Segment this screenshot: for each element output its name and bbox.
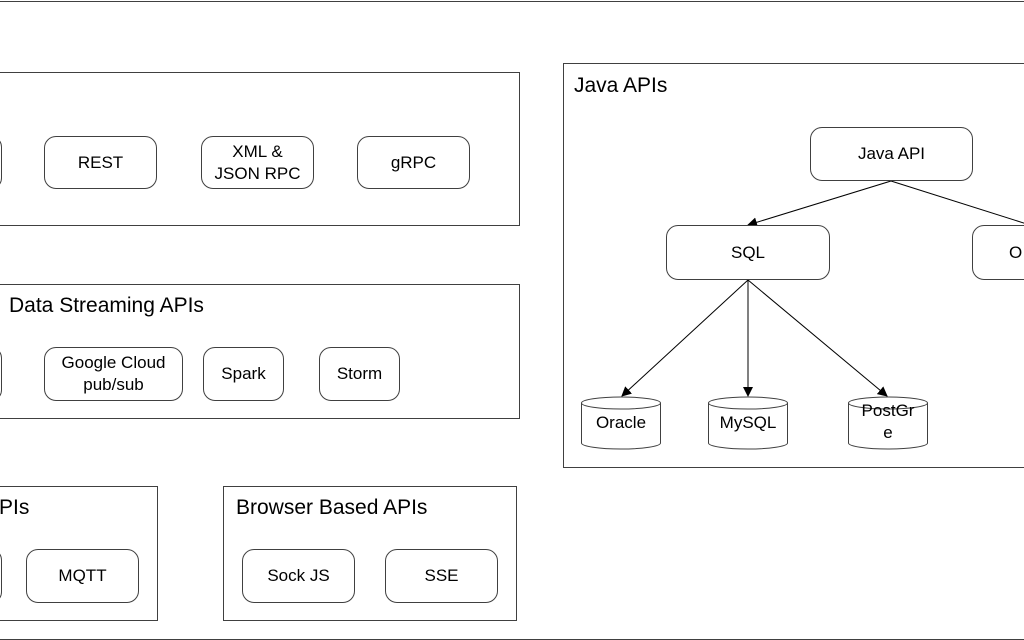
xml-json-rpc-node: XML & JSON RPC bbox=[201, 136, 314, 189]
mysql-label: MySQL bbox=[719, 413, 777, 432]
grpc-node: gRPC bbox=[357, 136, 470, 189]
sse-node: SSE bbox=[385, 549, 498, 603]
messaging-panel-title: PIs bbox=[0, 496, 30, 519]
oracle-database: Oracle bbox=[581, 396, 661, 451]
mysql-database: MySQL bbox=[708, 396, 788, 451]
oracle-label: Oracle bbox=[595, 413, 647, 432]
spark-node: Spark bbox=[203, 347, 284, 401]
other-node-partial: O bbox=[972, 225, 1024, 280]
postgre-database: PostGr e bbox=[848, 396, 928, 451]
sockjs-node: Sock JS bbox=[242, 549, 355, 603]
database-icon bbox=[708, 396, 788, 450]
database-icon bbox=[848, 396, 928, 450]
sql-node: SQL bbox=[666, 225, 830, 280]
database-icon bbox=[581, 396, 661, 450]
rest-node: REST bbox=[44, 136, 157, 189]
browser-panel-title: Browser Based APIs bbox=[236, 496, 428, 519]
java-api-node: Java API bbox=[810, 127, 973, 181]
google-cloud-pubsub-node: Google Cloud pub/sub bbox=[44, 347, 183, 401]
java-panel-title: Java APIs bbox=[574, 74, 668, 97]
storm-node: Storm bbox=[319, 347, 400, 401]
mqtt-node: MQTT bbox=[26, 549, 139, 603]
postgre-label: PostGr e bbox=[861, 401, 915, 442]
streaming-panel-title: Data Streaming APIs bbox=[9, 294, 204, 317]
